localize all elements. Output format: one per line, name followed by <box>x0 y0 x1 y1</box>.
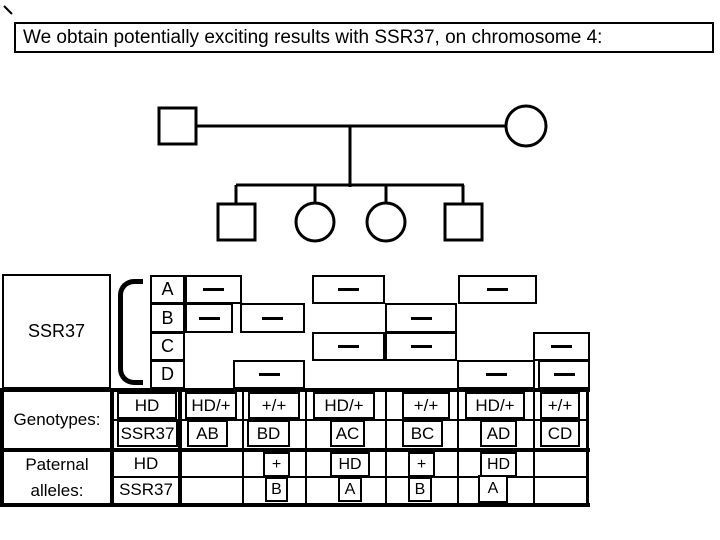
band-a-child2 <box>312 275 385 304</box>
band-dash <box>485 373 507 376</box>
child2-symbol <box>294 201 336 243</box>
band-d-child4 <box>457 360 535 389</box>
band-d-child1 <box>233 360 305 389</box>
genotype-hd-child1: +/+ <box>248 392 300 419</box>
grid-line-col1 <box>242 390 244 503</box>
father-symbol <box>157 106 198 146</box>
band-dash <box>203 288 224 291</box>
paternal-ssr-child3: B <box>408 477 432 502</box>
grid-line-col3 <box>385 390 387 503</box>
band-dash <box>338 288 359 291</box>
grid-line-right <box>586 388 589 507</box>
corner-mark <box>3 5 13 15</box>
genotype-ssr-child3: BC <box>402 420 443 447</box>
grid-line-left <box>0 388 4 507</box>
genotype-ssr-father: AB <box>187 420 228 447</box>
allele-row-label-c: C <box>150 332 185 361</box>
mother-symbol <box>504 104 548 148</box>
grid-line-col5 <box>533 390 535 503</box>
child4-symbol <box>443 202 484 242</box>
allele-row-label-b: B <box>150 303 185 333</box>
marker-panel-label: SSR37 <box>2 274 111 389</box>
pedigree-diagram <box>3 5 548 243</box>
slide-title: We obtain potentially exciting results w… <box>14 22 714 53</box>
paternal-ssr-child4: A <box>478 475 508 503</box>
band-dash <box>262 316 283 320</box>
band-dash <box>410 345 432 348</box>
paternal-ssr-child2: A <box>338 477 362 502</box>
paternal-hd-child3: + <box>408 452 435 477</box>
grid-line-label-col <box>110 388 114 507</box>
band-c-mother <box>533 332 590 361</box>
paternal-hd-row-header: HD <box>133 453 159 473</box>
band-a-father <box>185 275 242 304</box>
genotypes-ssr37-row-header: SSR37 <box>117 420 178 447</box>
paternal-hd-child2: HD <box>330 452 370 477</box>
genotype-hd-child3: +/+ <box>402 392 450 419</box>
band-c-child3 <box>385 332 457 361</box>
genotype-hd-father: HD/+ <box>185 392 237 419</box>
paternal-section-label: Paternal alleles: <box>25 455 89 500</box>
genotype-hd-child4: HD/+ <box>465 392 525 419</box>
child3-symbol <box>365 201 407 243</box>
grid-line-col2 <box>305 390 307 503</box>
bracket <box>118 279 143 385</box>
genotype-ssr-child4: AD <box>480 420 517 447</box>
paternal-hd-child1: + <box>263 452 290 477</box>
band-dash <box>551 345 572 348</box>
band-dash <box>198 316 220 320</box>
genotype-hd-child2: HD/+ <box>313 392 375 419</box>
grid-line-bottom <box>0 503 590 507</box>
band-b-father <box>185 303 233 333</box>
grid-line-col4 <box>457 390 459 503</box>
paternal-ssr37-row-header: SSR37 <box>119 479 173 499</box>
genotypes-hd-row-header: HD <box>117 392 177 419</box>
genotype-ssr-mother: CD <box>540 420 580 447</box>
band-dash <box>338 345 359 348</box>
band-b-child1 <box>240 303 305 333</box>
genotype-hd-mother: +/+ <box>540 392 580 419</box>
allele-row-label-a: A <box>150 275 185 304</box>
allele-row-label-d: D <box>150 360 185 389</box>
band-dash <box>487 288 508 291</box>
genotype-ssr-child2: AC <box>330 420 365 447</box>
grid-line-top <box>0 388 590 392</box>
band-d-mother <box>538 360 590 389</box>
band-dash <box>410 316 432 320</box>
genotype-ssr-child1: BD <box>247 420 290 447</box>
band-a-child4 <box>458 275 537 304</box>
paternal-ssr-child1: B <box>265 477 288 502</box>
band-c-child2 <box>312 332 385 361</box>
grid-line-header-col <box>178 388 182 507</box>
child1-symbol <box>216 202 257 242</box>
band-b-child3 <box>385 303 457 333</box>
grid-line-middle <box>0 448 590 452</box>
band-dash <box>258 373 280 376</box>
genotypes-section-label: Genotypes: <box>13 410 101 429</box>
paternal-hd-child4: HD <box>480 452 517 477</box>
band-dash <box>553 373 575 376</box>
